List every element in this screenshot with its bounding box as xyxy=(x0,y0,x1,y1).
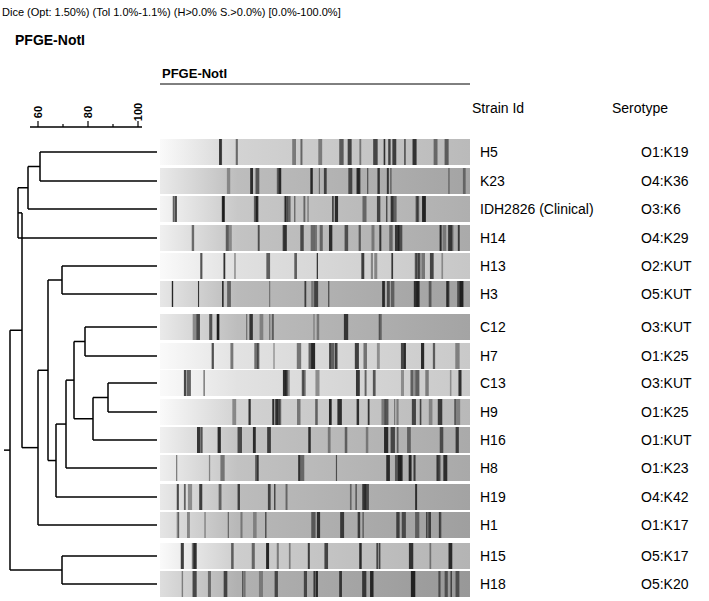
strain-label: H13 xyxy=(480,258,506,274)
strain-label: K23 xyxy=(480,173,505,189)
method-note: Dice (Opt: 1.50%) (Tol 1.0%-1.1%) (H>0.0… xyxy=(2,4,341,20)
similarity-scale xyxy=(30,121,142,127)
serotype-label: O2:KUT xyxy=(641,258,692,274)
strain-label: H8 xyxy=(480,460,498,476)
serotype-label: O4:K36 xyxy=(641,173,688,189)
serotype-label: O5:K17 xyxy=(641,548,688,564)
strain-label: IDH2826 (Clinical) xyxy=(480,201,594,217)
strain-label: H3 xyxy=(480,286,498,302)
strain-label: H9 xyxy=(480,404,498,420)
serotype-label: O1:K19 xyxy=(641,144,688,160)
strain-label: H14 xyxy=(480,230,506,246)
serotype-label: O1:K25 xyxy=(641,348,688,364)
serotype-label: O4:K29 xyxy=(641,230,688,246)
strain-label: H15 xyxy=(480,548,506,564)
column-heading: Serotype xyxy=(612,100,668,116)
strain-label: C12 xyxy=(480,319,506,335)
figure-heading: PFGE-NotI xyxy=(15,32,85,48)
scale-number: 60 xyxy=(30,106,46,118)
column-heading: Strain Id xyxy=(472,100,524,116)
strain-label: H1 xyxy=(480,517,498,533)
scale-number: 100 xyxy=(130,103,146,121)
serotype-label: O1:K17 xyxy=(641,517,688,533)
strain-label: H7 xyxy=(480,348,498,364)
strain-label: H5 xyxy=(480,144,498,160)
serotype-label: O3:K6 xyxy=(641,201,681,217)
serotype-label: O3:KUT xyxy=(641,319,692,335)
dendrogram xyxy=(4,152,157,584)
strain-label: H18 xyxy=(480,576,506,592)
serotype-label: O3:KUT xyxy=(641,375,692,391)
strain-label: H19 xyxy=(480,489,506,505)
serotype-label: O5:KUT xyxy=(641,286,692,302)
serotype-label: O1:K25 xyxy=(641,404,688,420)
column-heading: PFGE-NotI xyxy=(162,66,227,82)
serotype-label: O5:K20 xyxy=(641,576,688,592)
serotype-label: O1:K23 xyxy=(641,460,688,476)
serotype-label: O1:KUT xyxy=(641,432,692,448)
scale-number: 80 xyxy=(80,106,96,118)
strain-label: H16 xyxy=(480,432,506,448)
gel-lanes xyxy=(160,139,470,597)
strain-label: C13 xyxy=(480,375,506,391)
heading-rule xyxy=(160,84,470,85)
serotype-label: O4:K42 xyxy=(641,489,688,505)
